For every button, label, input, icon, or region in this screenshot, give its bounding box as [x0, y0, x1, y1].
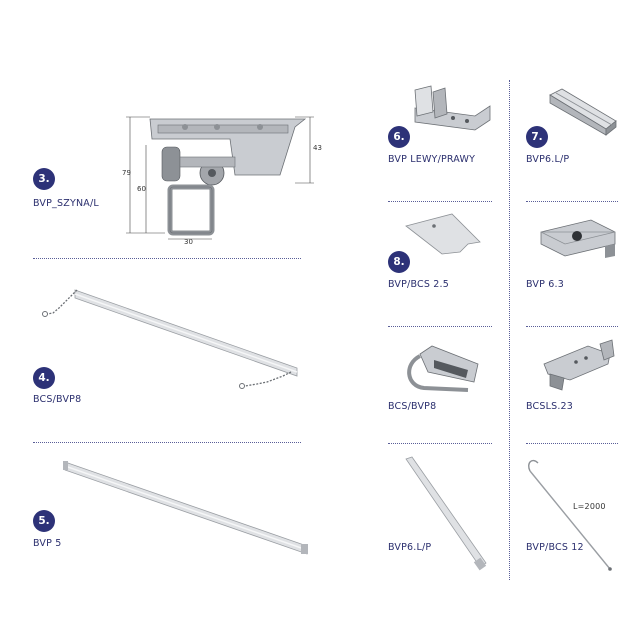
dim-60: 60: [137, 185, 146, 193]
item-number-badge: 8.: [388, 251, 410, 273]
hook-rod-image: [528, 459, 612, 571]
channel-bracket-image: [549, 88, 617, 136]
item-number-badge: 4.: [33, 367, 55, 389]
product-code: BVP 5: [33, 538, 62, 549]
bracket-left-right-image: [414, 85, 491, 131]
item-number-badge: 5.: [33, 510, 55, 532]
divider-mid-1: [388, 201, 492, 202]
divider-right-1: [526, 201, 618, 202]
divider-vertical: [509, 80, 510, 580]
item-number-badge: 7.: [526, 126, 548, 148]
divider-mid-2: [388, 326, 492, 327]
bar-with-chains-image: [42, 289, 298, 389]
dim-43: 43: [313, 144, 322, 152]
divider-left-2: [33, 442, 301, 443]
plate-image: [405, 213, 481, 255]
holder-image: [407, 345, 479, 392]
product-code: BCS/BVP8: [33, 394, 82, 405]
bracket-block-image: [540, 219, 616, 258]
item-number-badge: 6.: [388, 126, 410, 148]
product-code: BVP/BCS 2.5: [388, 279, 449, 290]
product-code: BVP6.L/P: [526, 154, 570, 165]
divider-right-3: [526, 443, 618, 444]
product-code: BVP LEWY/PRAWY: [388, 154, 476, 165]
product-code: BCS/BVP8: [388, 401, 437, 412]
product-code: BVP6.L/P: [388, 542, 432, 553]
bar-image: [63, 461, 308, 555]
divider-left-1: [33, 258, 301, 259]
divider-right-2: [526, 326, 618, 327]
product-code: BVP/BCS 12: [526, 542, 584, 553]
product-code: BVP 6.3: [526, 279, 564, 290]
divider-mid-3: [388, 443, 492, 444]
rod-image: [405, 456, 487, 571]
product-code: BVP_SZYNA/L: [33, 198, 99, 209]
profile-bracket-image: [543, 339, 615, 391]
dim-30: 30: [184, 238, 193, 246]
item-number-badge: 3.: [33, 168, 55, 190]
length-annotation: L=2000: [573, 502, 606, 511]
dim-79: 79: [122, 169, 131, 177]
rail-profile-drawing: 79 60 43 30: [122, 116, 322, 246]
product-code: BCSLS.23: [526, 401, 574, 412]
